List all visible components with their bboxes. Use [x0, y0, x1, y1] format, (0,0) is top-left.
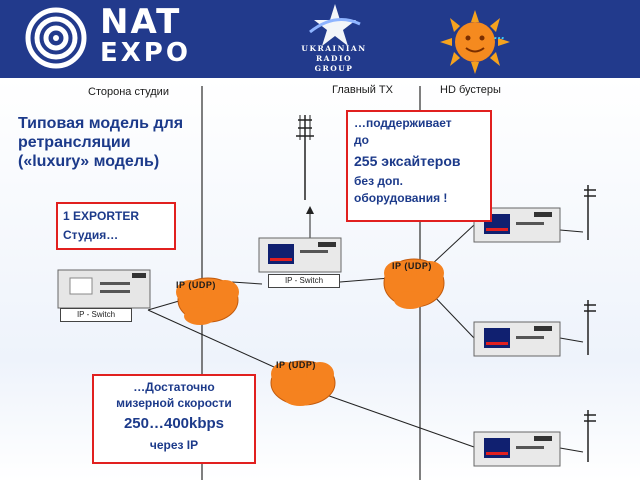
column-studio: Сторона студии [88, 86, 169, 98]
antenna-icon [584, 300, 596, 355]
radio-group-logo-icon [309, 4, 361, 46]
link-cloud3-exciter3 [317, 391, 475, 448]
support-line-1: …поддерживает [354, 116, 452, 130]
ip-cloud-label-2: IP (UDP) [392, 261, 432, 271]
support-line-5: оборудования ! [354, 191, 448, 205]
radio-group-line-2: RADIO [315, 54, 353, 63]
ip-cloud-label-3: IP (UDP) [276, 360, 316, 370]
main-switch-label: IP - Switch [268, 274, 340, 288]
link-cloud1-main [231, 281, 263, 285]
speed-line-4: через IP [149, 438, 199, 452]
radio-group-line-3: GROUP [314, 64, 354, 73]
speed-callout: …Достаточно мизерной скорости 250…400kbp… [92, 374, 256, 464]
arrow-up-icon [306, 206, 314, 214]
support-callout: …поддерживает до 255 эксайтеров без доп.… [346, 110, 492, 222]
support-line-2: до [354, 133, 369, 147]
sun-logo-icon [440, 10, 510, 74]
title-line-1: Типовая модель для [18, 115, 184, 132]
cloud-icon [270, 360, 336, 406]
speed-line-2: мизерной скорости [116, 396, 232, 410]
radio-group-line-1: UKRAINIAN [301, 44, 367, 53]
exciter-device-icon [473, 321, 561, 357]
link-main-cloud2 [339, 277, 391, 283]
page-title: Типовая модель для ретрансляции («luxury… [18, 114, 218, 171]
exporter-line-1: 1 EXPORTER [63, 209, 140, 223]
title-line-3: («luxury» модель) [18, 153, 160, 170]
radio-group-logo-text: UKRAINIAN RADIO GROUP [286, 44, 382, 74]
cloud-icon [383, 258, 445, 309]
exporter-device-icon [57, 269, 151, 309]
ip-cloud-label-1: IP (UDP) [176, 280, 216, 290]
expo-logo-text: EXPO [100, 38, 191, 68]
support-line-4: без доп. [354, 174, 403, 188]
antenna-icon [584, 410, 596, 462]
title-line-2: ретрансляции [18, 134, 131, 151]
transmitter-tower-icon [296, 115, 314, 200]
speed-line-3: 250…400kbps [123, 415, 225, 432]
column-hd-boosters: HD бустеры [440, 84, 501, 96]
support-line-3: 255 эксайтеров [354, 153, 461, 169]
link-cloud2-exciter1 [429, 224, 475, 267]
link-cloud2-exciter2 [429, 291, 475, 339]
column-main-tx: Главный TX [332, 84, 393, 96]
nat-logo-text: NAT [100, 2, 182, 42]
studio-switch-label: IP - Switch [60, 308, 132, 322]
nat-expo-logo-icon [25, 7, 87, 69]
exporter-callout: 1 EXPORTER Студия… [56, 202, 176, 250]
sun-logo-text: ... [494, 27, 505, 42]
speed-line-1: …Достаточно [133, 380, 215, 394]
link-studio-cloud3 [147, 309, 286, 373]
header-banner [0, 0, 640, 78]
exciter-device-icon [473, 431, 561, 467]
exciter-device-icon [258, 237, 342, 273]
cloud-icon [176, 277, 239, 325]
antenna-icon [584, 185, 596, 240]
exporter-line-2: Студия… [63, 228, 119, 242]
